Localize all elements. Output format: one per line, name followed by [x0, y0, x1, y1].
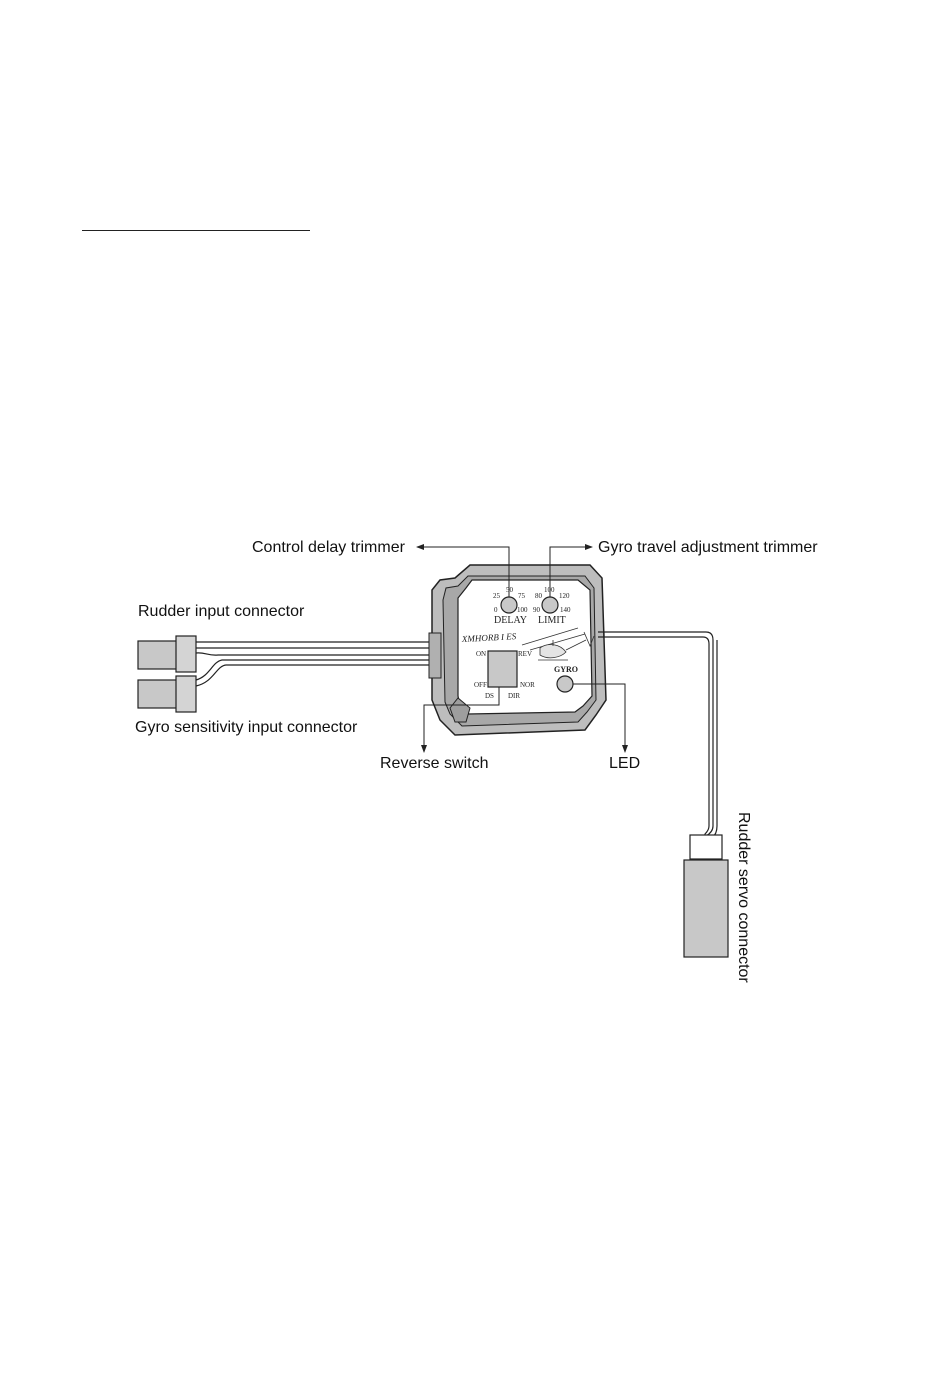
svg-text:80: 80 [535, 592, 543, 600]
label-reverse-switch: Reverse switch [380, 755, 488, 772]
svg-text:0: 0 [494, 606, 498, 614]
label-gyro-travel-adjustment-trimmer: Gyro travel adjustment trimmer [598, 539, 818, 556]
delay-label: DELAY [494, 615, 527, 626]
label-gyro-sensitivity-input-connector: Gyro sensitivity input connector [135, 719, 358, 736]
gyro-sensitivity-input-connector[interactable] [138, 676, 196, 712]
rudder-input-connector[interactable] [138, 636, 196, 672]
ds-label: DS [485, 692, 494, 700]
svg-text:140: 140 [560, 606, 571, 614]
gyro-label: GYRO [554, 665, 578, 674]
input-wires [196, 642, 435, 686]
svg-text:75: 75 [518, 592, 526, 600]
dir-label: DIR [508, 692, 520, 700]
gyro-travel-adjustment-trimmer[interactable] [542, 597, 558, 613]
servo-wire [598, 632, 717, 862]
label-led: LED [609, 755, 640, 772]
switch-nor-label: NOR [520, 681, 535, 689]
svg-text:50: 50 [506, 586, 514, 594]
svg-text:120: 120 [559, 592, 570, 600]
label-rudder-servo-connector: Rudder servo connector [735, 812, 752, 983]
control-delay-trimmer[interactable] [501, 597, 517, 613]
switch-rev-label: REV [518, 650, 532, 658]
switch-off-label: OFF [474, 681, 487, 689]
rudder-servo-connector[interactable] [684, 835, 728, 957]
limit-label: LIMIT [538, 615, 566, 626]
label-rudder-input-connector: Rudder input connector [138, 603, 305, 620]
svg-text:25: 25 [493, 592, 501, 600]
reverse-switch[interactable] [488, 651, 517, 687]
svg-text:90: 90 [533, 606, 541, 614]
switch-on-label: ON [476, 650, 486, 658]
led-indicator [557, 676, 573, 692]
svg-text:100: 100 [517, 606, 528, 614]
label-control-delay-trimmer: Control delay trimmer [252, 539, 406, 556]
